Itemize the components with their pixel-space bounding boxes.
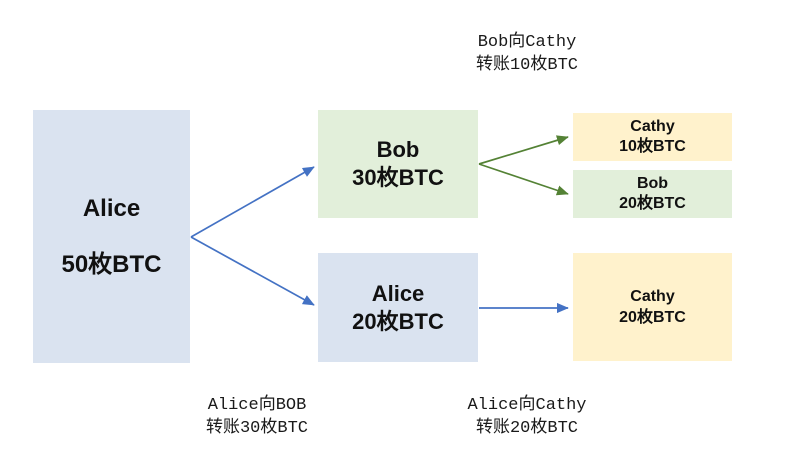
caption-line: 转账20枚BTC [475,419,578,438]
caption-bob-to-cathy: Bob向Cathy 转账10枚BTC [427,31,627,77]
node-cathy-10btc: Cathy 10枚BTC [573,113,732,161]
node-owner-label: Bob [636,175,669,192]
node-amount-label: 20枚BTC [619,309,686,326]
node-amount-label: 50枚BTC [61,250,162,278]
caption-line: Alice向BOB [207,396,307,415]
caption-line: 转账10枚BTC [475,56,578,75]
caption-alice-to-bob: Alice向BOB 转账30枚BTC [157,394,357,440]
arrow-bob-to-bob-change [478,163,569,196]
caption-alice-to-cathy: Alice向Cathy 转账20枚BTC [427,394,627,440]
node-bob-30btc: Bob 30枚BTC [318,110,478,218]
node-alice-50btc: Alice 50枚BTC [33,110,190,363]
node-owner-label: Alice [82,194,141,222]
caption-line: Alice向Cathy [467,396,587,415]
node-amount-label: 30枚BTC [352,165,444,190]
node-amount-label: 20枚BTC [352,308,444,334]
node-amount-label: 10枚BTC [619,138,686,155]
node-owner-label: Alice [371,280,425,306]
node-cathy-20btc: Cathy 20枚BTC [573,253,732,361]
arrow-bob-to-cathy [478,135,569,165]
caption-line: 转账30枚BTC [205,419,308,438]
node-owner-label: Cathy [630,118,675,135]
arrow-alice-to-alice-change [190,236,315,306]
caption-line: Bob向Cathy [477,33,577,52]
node-alice-20btc: Alice 20枚BTC [318,253,478,362]
node-amount-label: 20枚BTC [619,195,686,212]
node-owner-label: Cathy [630,288,675,305]
arrow-alice-to-bob [190,166,315,238]
node-owner-label: Bob [376,137,420,162]
node-bob-20btc: Bob 20枚BTC [573,170,732,218]
